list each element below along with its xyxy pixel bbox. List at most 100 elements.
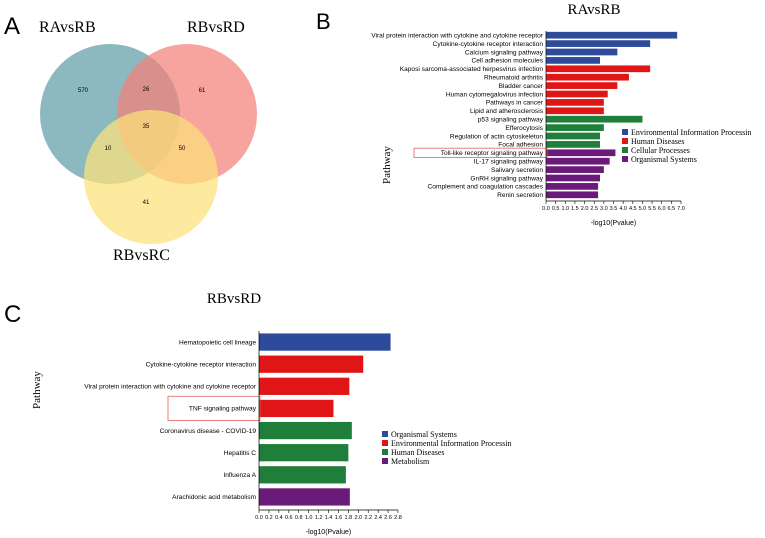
chart-b-bar: [546, 141, 600, 148]
chart-b-legend-swatch: [622, 156, 628, 162]
chart-b-bar: [546, 48, 618, 56]
chart-c-category-label: Influenza A: [223, 472, 256, 479]
chart-b-category-label: Lipid and atherosclerosis: [470, 108, 544, 115]
chart-c-x-tick-label: 0.8: [295, 515, 303, 521]
chart-c-x-tick-label: 1.8: [345, 515, 353, 521]
chart-b-category-label: Human cytomegalovirus infection: [446, 91, 543, 98]
chart-b-legend-label: Organismal Systems: [631, 155, 697, 164]
venn-label-rb-vs-rc: RBvsRC: [113, 247, 170, 264]
chart-c-x-tick-label: 0.0: [255, 515, 263, 521]
chart-b-highlight-box: [413, 147, 548, 158]
venn-count-all-three: 35: [143, 124, 150, 130]
venn-count-only-ra-vs-rb: 570: [78, 88, 89, 94]
chart-b-title: RAvsRB: [567, 2, 620, 18]
chart-c-legend-label: Human Diseases: [391, 448, 445, 457]
chart-b-bar: [546, 132, 600, 140]
chart-b-x-tick-label: 2.5: [590, 206, 598, 212]
chart-b-x-tick-label: 6.0: [658, 206, 666, 212]
chart-b-bar: [546, 124, 604, 131]
chart-c-bar: [259, 466, 346, 484]
chart-b-legend-swatch: [622, 147, 628, 153]
chart-b-category-label: Complement and coagulation cascades: [428, 184, 544, 191]
chart-c-x-tick-label: 2.6: [384, 515, 392, 521]
chart-c-category-label: Viral protein interaction with cytokine …: [84, 384, 257, 391]
venn-count-only-rb-vs-rc: 41: [143, 200, 150, 206]
chart-b-x-tick-label: 1.5: [571, 206, 579, 212]
chart-b-x-axis-label: -log10(Pvalue): [591, 220, 637, 227]
chart-b-category-label: Regulation of actin cytoskeleton: [450, 133, 543, 140]
chart-b-x-tick-label: 4.5: [629, 206, 637, 212]
venn-count-ra-rb-and-rd: 26: [143, 87, 150, 93]
venn-count-ra-rb-and-rc: 10: [105, 146, 112, 152]
chart-b-category-label: Toll-like receptor signaling pathway: [441, 150, 544, 157]
chart-c-bar: [259, 377, 350, 395]
chart-b-bar: [546, 65, 651, 73]
chart-b-category-label: p53 signaling pathway: [478, 117, 544, 124]
chart-c-category-label: Coronavirus disease - COVID-19: [160, 428, 257, 435]
chart-b-category-label: GnRH signaling pathway: [470, 175, 543, 182]
chart-b-category-label: Renin secretion: [497, 192, 543, 199]
chart-b-legend-label: Cellular Processes: [631, 146, 690, 155]
chart-b-category-label: IL-17 signaling pathway: [474, 159, 544, 166]
chart-c-legend-swatch: [382, 458, 388, 464]
venn-count-rd-and-rc: 50: [179, 146, 186, 152]
chart-b-bar: [546, 31, 678, 39]
chart-c-legend-label: Metabolism: [391, 457, 430, 466]
chart-b-category-label: Kaposi sarcoma-associated herpesvirus in…: [400, 66, 544, 73]
venn-diagram: RAvsRB RBvsRD RBvsRC 570 61 26 35 10 50 …: [39, 19, 257, 264]
chart-c-x-tick-label: 2.0: [354, 515, 362, 521]
chart-b-category-label: Cell adhesion molecules: [472, 58, 544, 65]
chart-b-x-tick-label: 2.0: [581, 206, 589, 212]
chart-b-bar: [546, 157, 610, 165]
venn-label-ra-vs-rb: RAvsRB: [39, 19, 96, 36]
chart-b-category-label: Focal adhesion: [498, 142, 543, 149]
chart-c-legend-swatch: [382, 431, 388, 437]
chart-b-legend-swatch: [622, 138, 628, 144]
chart-c-x-tick-label: 0.6: [285, 515, 293, 521]
chart-c-x-tick-label: 1.4: [325, 515, 333, 521]
chart-b-x-tick-label: 3.5: [610, 206, 618, 212]
chart-c-x-tick-label: 0.2: [265, 515, 273, 521]
chart-b-category-label: Calcium signaling pathway: [465, 49, 544, 56]
chart-b-category-label: Bladder cancer: [499, 83, 544, 90]
panel-label-b: B: [316, 9, 331, 34]
chart-c-category-label: Hematopoietic cell lineage: [179, 339, 256, 346]
chart-c-x-tick-label: 0.4: [275, 515, 283, 521]
chart-b-x-tick-label: 0.0: [542, 206, 550, 212]
panel-label-c: C: [4, 301, 21, 328]
chart-b-bar: [546, 90, 608, 98]
chart-c-legend-label: Organismal Systems: [391, 430, 457, 439]
chart-c-y-axis-label: Pathway: [31, 371, 43, 409]
chart-b-bar: [546, 149, 616, 157]
chart-c-legend-swatch: [382, 449, 388, 455]
chart-ra-vs-rb: RAvsRB Viral protein interaction with cyt…: [371, 2, 751, 227]
chart-c-category-label: Cytokine-cytokine receptor interaction: [146, 361, 257, 368]
chart-c-bar: [259, 488, 350, 506]
chart-b-x-tick-label: 3.0: [600, 206, 608, 212]
chart-b-legend-swatch: [622, 129, 628, 135]
chart-c-bar: [259, 333, 391, 351]
chart-c-bar: [259, 444, 349, 462]
chart-b-category-label: Viral protein interaction with cytokine …: [371, 33, 544, 40]
chart-b-x-tick-label: 7.0: [677, 206, 685, 212]
chart-b-bar: [546, 115, 643, 123]
chart-b-x-tick-label: 5.5: [648, 206, 656, 212]
chart-b-x-tick-label: 4.0: [619, 206, 627, 212]
chart-b-bar: [546, 99, 604, 106]
chart-b-legend-label: Environmental Information Processin: [631, 128, 751, 137]
chart-b-bar: [546, 174, 600, 182]
chart-b-bar: [546, 57, 600, 64]
chart-c-bar: [259, 421, 352, 440]
chart-c-bar: [259, 399, 334, 418]
chart-b-category-label: Efferocytosis: [505, 125, 543, 132]
chart-c-category-label: Arachidonic acid metabolism: [172, 494, 256, 501]
chart-c-x-tick-label: 1.2: [315, 515, 323, 521]
chart-b-bar: [546, 73, 629, 81]
chart-b-category-label: Rheumatoid arthritis: [484, 75, 544, 82]
chart-c-bar: [259, 355, 364, 373]
chart-c-legend-label: Environmental Information Processin: [391, 439, 511, 448]
chart-b-bar: [546, 183, 599, 190]
